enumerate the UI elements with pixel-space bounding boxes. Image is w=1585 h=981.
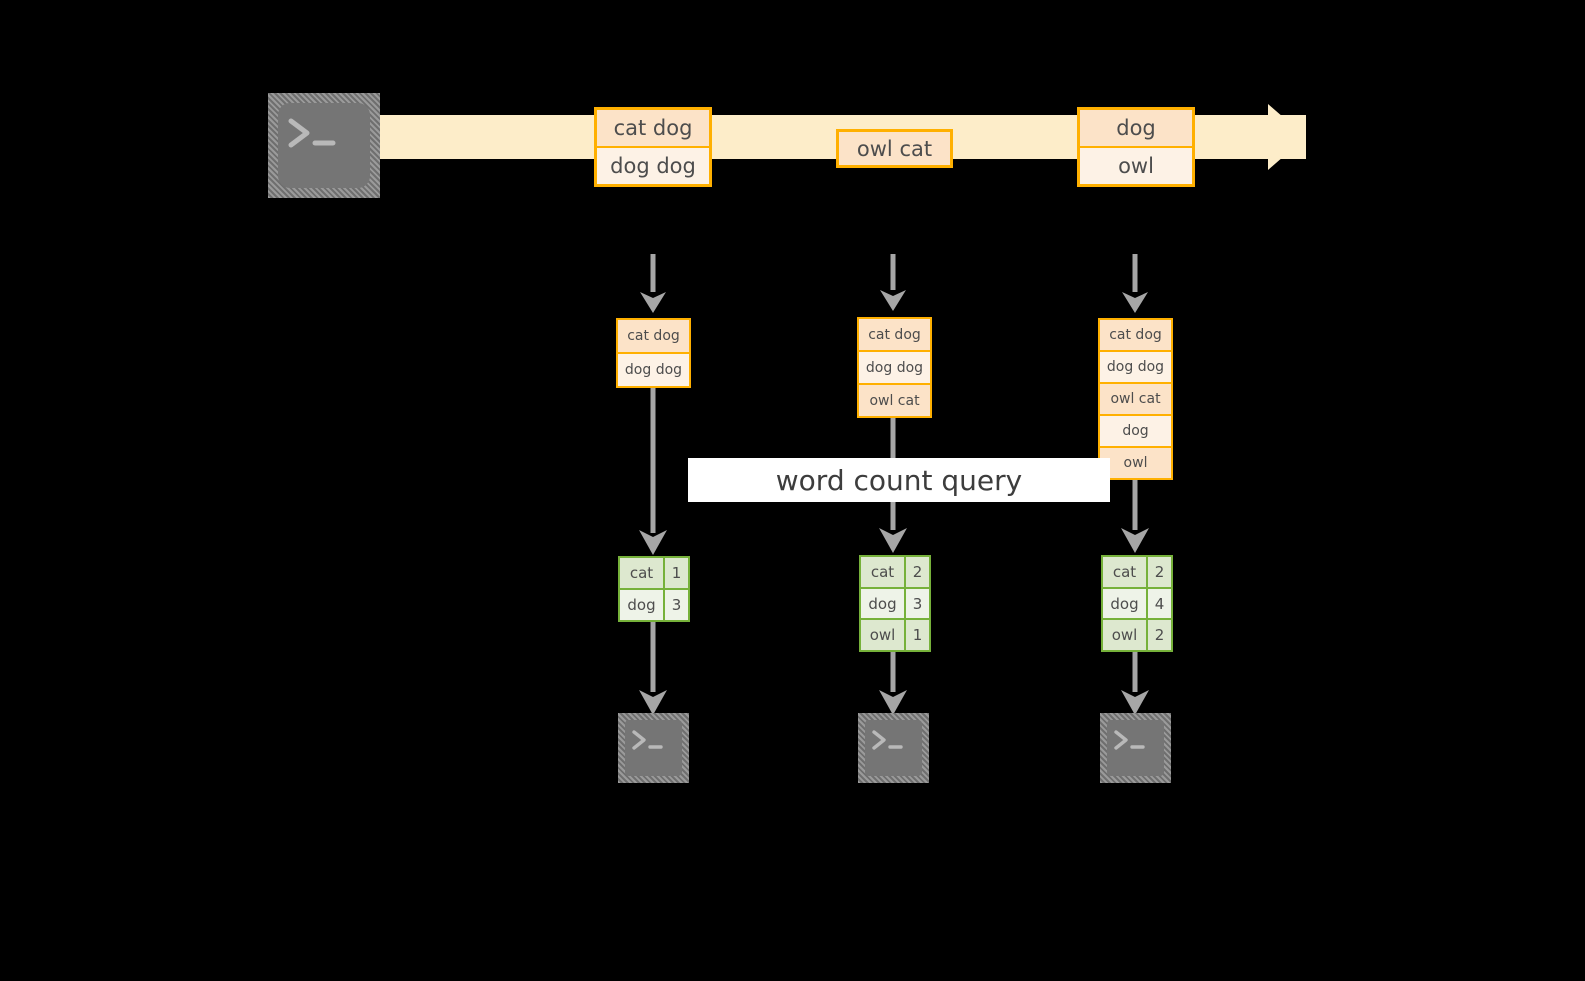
result-count: 2	[1154, 626, 1165, 645]
terminal-screen	[278, 103, 370, 188]
result-word: dog	[861, 588, 906, 619]
result-count: 2	[912, 562, 923, 581]
stream-event-line: owl cat	[839, 132, 950, 165]
terminal-screen	[865, 720, 922, 776]
result-word: cat	[1103, 557, 1148, 587]
terminal-prompt-icon	[288, 118, 336, 148]
terminal-screen	[1107, 720, 1164, 776]
stream-event-line: owl	[1080, 146, 1192, 184]
dashed-arrow-col2	[880, 254, 906, 311]
source-terminal-icon[interactable]	[268, 93, 380, 198]
snapshot-event-line: owl	[1100, 446, 1171, 478]
table-row: owl 1	[861, 618, 929, 651]
result-count: 1	[912, 626, 923, 645]
result-count: 2	[1154, 562, 1165, 581]
query-label-text: word count query	[775, 463, 1023, 497]
table-row: dog 3	[861, 586, 929, 619]
terminal-prompt-icon	[631, 730, 663, 750]
sink-terminal-icon-2[interactable]	[858, 713, 929, 783]
stream-event-group-1[interactable]: cat dog dog dog	[594, 107, 712, 187]
table-row: cat 1	[620, 558, 688, 588]
snapshot-event-line: cat dog	[859, 319, 930, 350]
snapshot-event-line: owl cat	[1100, 382, 1171, 414]
dashed-arrow-col1	[640, 254, 666, 313]
stream-event-group-3[interactable]: dog owl	[1077, 107, 1195, 187]
sink-terminal-icon-3[interactable]	[1100, 713, 1171, 783]
result-count: 3	[912, 594, 923, 613]
table-row: cat 2	[1103, 557, 1171, 587]
table-row: owl 2	[1103, 618, 1171, 651]
snapshot-2-events[interactable]: cat dog dog dog owl cat	[857, 317, 932, 418]
result-word: cat	[620, 558, 665, 588]
stream-event-line: dog dog	[597, 146, 709, 184]
snapshot-event-line: dog dog	[1100, 350, 1171, 382]
stream-arrowhead	[1268, 104, 1306, 170]
terminal-screen	[625, 720, 682, 776]
result-count: 3	[671, 596, 682, 614]
result-count: 4	[1154, 594, 1165, 613]
sink-arrow-col2	[879, 652, 907, 715]
query-label: word count query	[688, 458, 1110, 502]
sink-arrow-col1	[639, 622, 667, 715]
stream-event-group-2[interactable]: owl cat	[836, 129, 953, 168]
query-arrow-col1	[639, 388, 667, 555]
snapshot-event-line: cat dog	[1100, 320, 1171, 350]
terminal-prompt-icon	[1113, 730, 1145, 750]
snapshot-event-line: dog	[1100, 414, 1171, 446]
snapshot-1-events[interactable]: cat dog dog dog	[616, 318, 691, 388]
sink-arrow-col3	[1121, 652, 1149, 715]
query-arrow-col3	[1121, 480, 1149, 553]
terminal-prompt-icon	[871, 730, 903, 750]
result-table-1[interactable]: cat 1 dog 3	[618, 556, 690, 622]
result-word: cat	[861, 557, 906, 587]
dashed-arrow-col3	[1122, 254, 1148, 313]
stream-event-line: dog	[1080, 110, 1192, 146]
table-row: cat 2	[861, 557, 929, 587]
snapshot-event-line: cat dog	[618, 320, 689, 352]
result-word: owl	[1103, 620, 1148, 651]
result-word: dog	[1103, 588, 1148, 619]
result-table-3[interactable]: cat 2 dog 4 owl 2	[1101, 555, 1173, 652]
snapshot-3-events[interactable]: cat dog dog dog owl cat dog owl	[1098, 318, 1173, 480]
snapshot-event-line: dog dog	[618, 352, 689, 386]
result-word: owl	[861, 620, 906, 651]
sink-terminal-icon-1[interactable]	[618, 713, 689, 783]
result-count: 1	[671, 564, 682, 582]
stream-event-line: cat dog	[597, 110, 709, 146]
table-row: dog 3	[620, 588, 688, 620]
snapshot-event-line: dog dog	[859, 350, 930, 383]
result-word: dog	[620, 590, 665, 620]
result-table-2[interactable]: cat 2 dog 3 owl 1	[859, 555, 931, 652]
table-row: dog 4	[1103, 586, 1171, 619]
snapshot-event-line: owl cat	[859, 383, 930, 416]
